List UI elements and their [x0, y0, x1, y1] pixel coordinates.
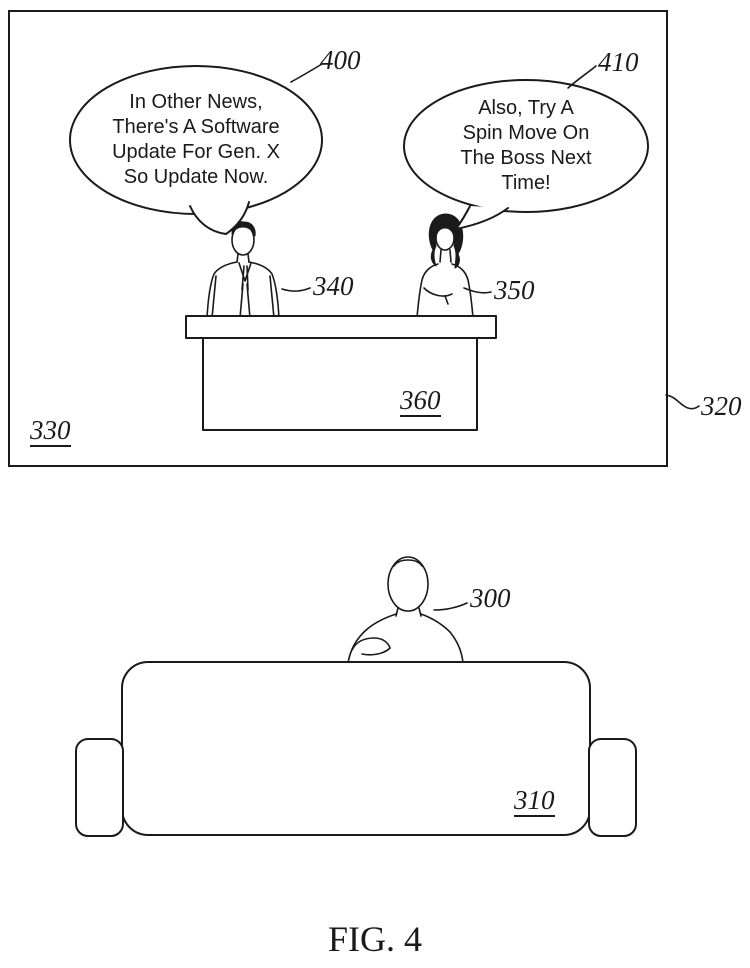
- male-anchor-figure: [207, 222, 279, 318]
- ref-label-410: 410: [598, 47, 639, 77]
- leader-line-400: [291, 64, 322, 82]
- leader-line-350: [464, 288, 491, 293]
- leader-line-300: [434, 603, 467, 610]
- speech-bubble-right: [404, 80, 648, 229]
- leader-line-320: [666, 395, 699, 409]
- female-anchor-figure: [417, 214, 473, 318]
- ref-label-350: 350: [494, 275, 535, 305]
- tv-screen-frame: [8, 10, 668, 467]
- couch: [76, 662, 636, 836]
- speech-bubble-left: [70, 66, 322, 234]
- ref-label-300: 300: [470, 583, 511, 613]
- viewer-figure: [348, 557, 463, 663]
- ref-label-340: 340: [313, 271, 354, 301]
- leader-line-340: [282, 288, 310, 291]
- news-desk: [186, 316, 496, 430]
- leader-line-410: [568, 66, 596, 88]
- ref-label-400: 400: [320, 45, 361, 75]
- ref-label-320: 320: [701, 391, 742, 421]
- speech-bubble-right-text: Also, Try A Spin Move On The Boss Next T…: [460, 97, 592, 194]
- ref-label-330: 330: [30, 415, 71, 447]
- ref-label-360: 360: [400, 385, 441, 417]
- ref-label-310: 310: [514, 785, 555, 817]
- speech-bubble-left-text: In Other News, There's A Software Update…: [112, 91, 280, 188]
- figure-caption: FIG. 4: [327, 919, 422, 959]
